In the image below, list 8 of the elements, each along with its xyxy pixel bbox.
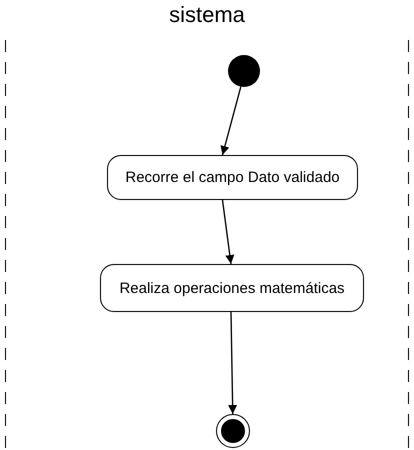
- arrow: [228, 312, 238, 414]
- lane-heading: sistema: [168, 2, 246, 28]
- action-box: Recorre el campo Dato validado: [107, 155, 358, 200]
- arrow: [220, 86, 242, 156]
- final-node: [216, 414, 250, 448]
- arrow: [222, 200, 234, 264]
- initial-node: [228, 55, 260, 87]
- action-box: Realiza operaciones matemáticas: [100, 264, 364, 312]
